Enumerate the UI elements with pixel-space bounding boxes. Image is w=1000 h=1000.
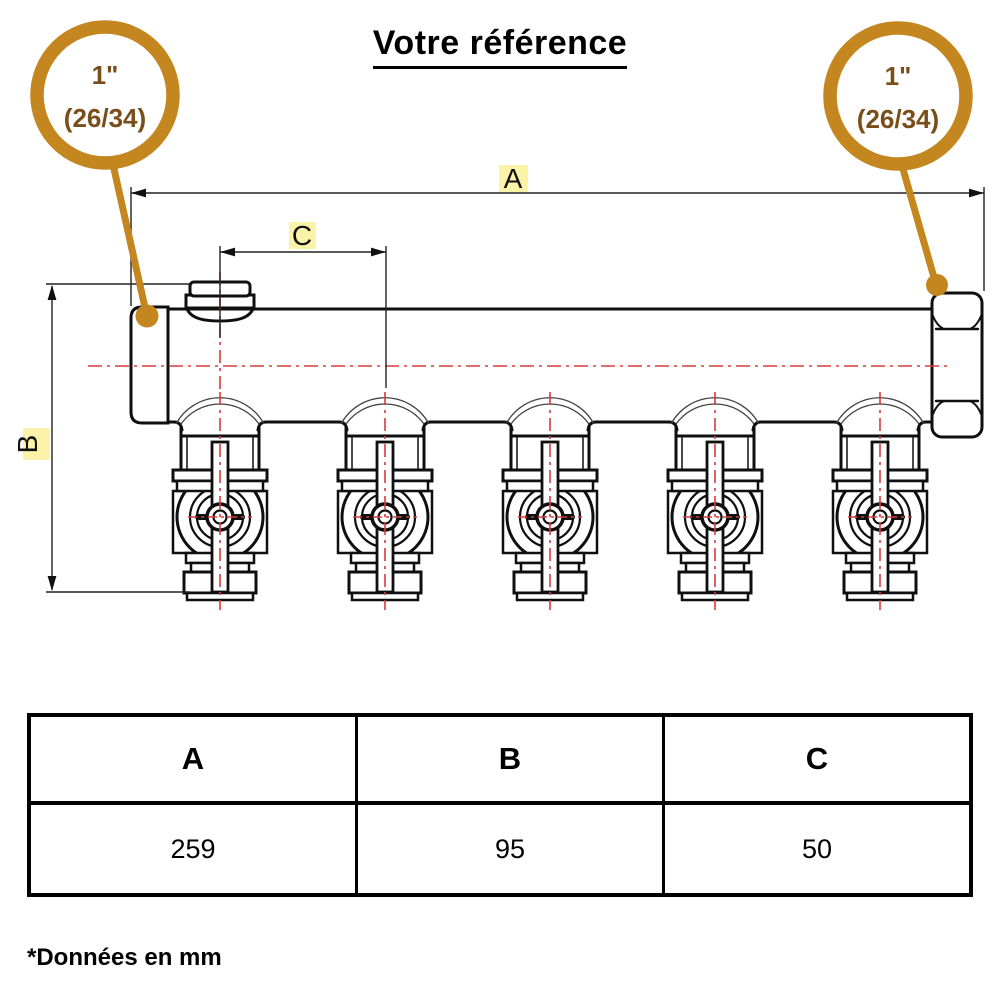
- footnote: *Données en mm: [27, 944, 222, 971]
- dimension-b: B: [12, 283, 190, 593]
- callout-left: 1" (26/34): [30, 20, 180, 328]
- table-value-c: 50: [662, 805, 969, 893]
- dimension-a: A: [130, 163, 985, 306]
- pipe-left-cap: [129, 305, 170, 425]
- callout-right: 1" (26/34): [823, 21, 973, 296]
- dim-label-a: A: [504, 163, 523, 194]
- valve-outlet-2: [338, 392, 432, 610]
- dim-label-b: B: [12, 435, 43, 454]
- valve-outlet-1: [173, 392, 267, 610]
- callout-left-thread: (26/34): [64, 103, 146, 133]
- callout-left-leader-line: [108, 156, 150, 316]
- dimensions-table: A B C 259 95 50: [27, 713, 973, 897]
- callout-right-leader-line: [897, 158, 939, 285]
- valve-outlet-5: [833, 392, 927, 610]
- valve-outlet-4: [668, 392, 762, 610]
- valve-outlet-3: [503, 392, 597, 610]
- page-title-text: Votre référence: [372, 24, 628, 69]
- callout-right-circle: [823, 21, 973, 171]
- callout-left-circle: [30, 20, 180, 170]
- callout-right-thread: (26/34): [857, 104, 939, 134]
- table-header-b: B: [355, 717, 662, 805]
- table-value-a: 259: [170, 833, 216, 864]
- table-header-c: C: [662, 717, 969, 805]
- callout-left-leader-dot: [135, 304, 159, 328]
- table-value-b: 95: [355, 805, 662, 893]
- callout-right-leader-dot: [926, 274, 948, 296]
- callout-right-size: 1": [885, 61, 912, 91]
- callout-left-size: 1": [92, 60, 119, 90]
- manifold-diagram: A C B 1" (26/34) 1" (26/34): [12, 20, 985, 680]
- table-header-a: A: [31, 717, 355, 805]
- page-title: Votre référence: [0, 24, 1000, 69]
- manifold-pipe: [129, 305, 934, 432]
- right-hex-nut: [930, 291, 984, 439]
- dim-label-c: C: [292, 220, 312, 251]
- dimension-c: C: [219, 220, 387, 388]
